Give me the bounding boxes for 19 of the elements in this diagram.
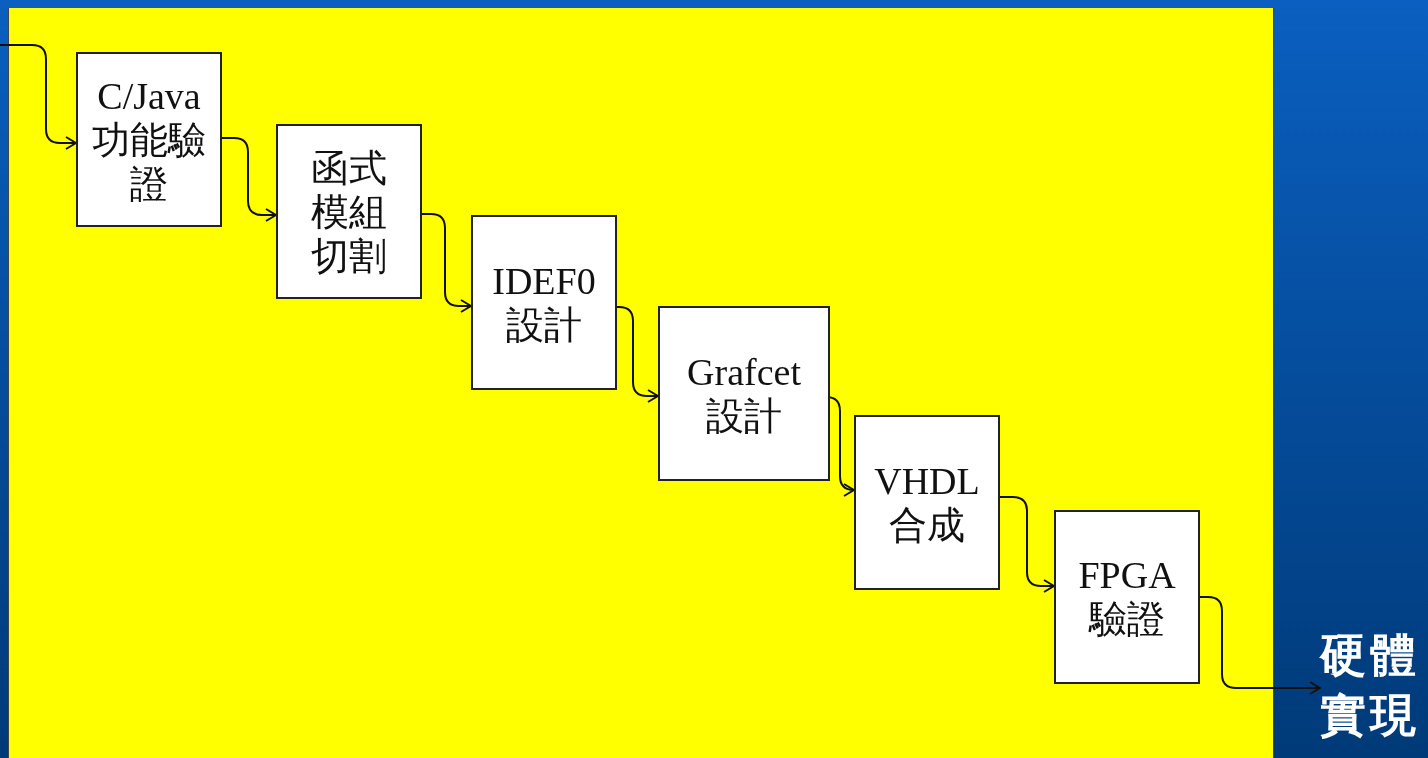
box-label: IDEF0設計 [491, 258, 597, 347]
arrow [616, 306, 659, 403]
process-box [854, 415, 1000, 590]
process-box [658, 306, 830, 481]
arrow [1199, 596, 1321, 695]
process-box [276, 124, 422, 299]
process-box [76, 52, 222, 227]
arrow [0, 44, 77, 150]
arrow [421, 213, 472, 313]
arrow [221, 137, 277, 222]
box-label: C/Java功能驗證 [91, 73, 207, 206]
result-text: 硬體實現 [1318, 629, 1421, 743]
process-box [1054, 510, 1200, 684]
process-box [471, 215, 617, 390]
box-label: FPGA驗證 [1077, 553, 1177, 641]
arrow [999, 496, 1055, 593]
box-label: Grafcet設計 [686, 349, 802, 438]
box-label: VHDL合成 [873, 458, 981, 547]
box-label: 函式模組切割 [310, 145, 388, 278]
